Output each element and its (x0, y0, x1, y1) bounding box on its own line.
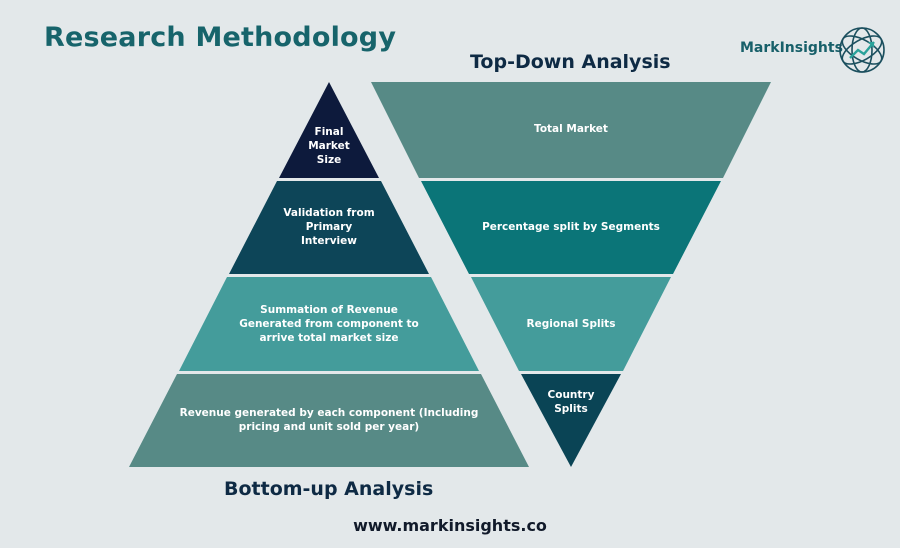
bottom-up-label-1: Final Market Size (308, 126, 350, 166)
bottom-up-label-4: Revenue generated by each component (Inc… (179, 407, 479, 433)
bottom-up-level-2 (229, 181, 429, 274)
globe-chart-icon (839, 27, 885, 73)
brand-logo: MarkInsights (740, 24, 888, 76)
top-down-label-1: Total Market (534, 123, 608, 135)
bottom-up-level-1 (279, 82, 379, 178)
page-title: Research Methodology (44, 22, 397, 53)
bottom-up-level-4 (129, 374, 529, 467)
top-down-level-2 (421, 181, 721, 274)
top-down-level-4 (521, 374, 621, 467)
bottom-up-heading: Bottom-up Analysis (224, 478, 434, 500)
bottom-up-label-3: Summation of Revenue Generated from comp… (239, 304, 419, 344)
footer-url[interactable]: www.markinsights.co (353, 516, 547, 535)
top-down-label-2: Percentage split by Segments (482, 221, 660, 233)
top-down-label-4: Country Splits (547, 389, 595, 415)
brand-name: MarkInsights (740, 40, 843, 56)
bottom-up-label-2: Validation from Primary Interview (283, 207, 375, 247)
top-down-level-1 (371, 82, 771, 178)
top-down-level-3 (471, 277, 671, 371)
bottom-up-level-3 (179, 277, 479, 371)
top-down-label-3: Regional Splits (526, 318, 616, 330)
top-down-heading: Top-Down Analysis (470, 51, 671, 73)
